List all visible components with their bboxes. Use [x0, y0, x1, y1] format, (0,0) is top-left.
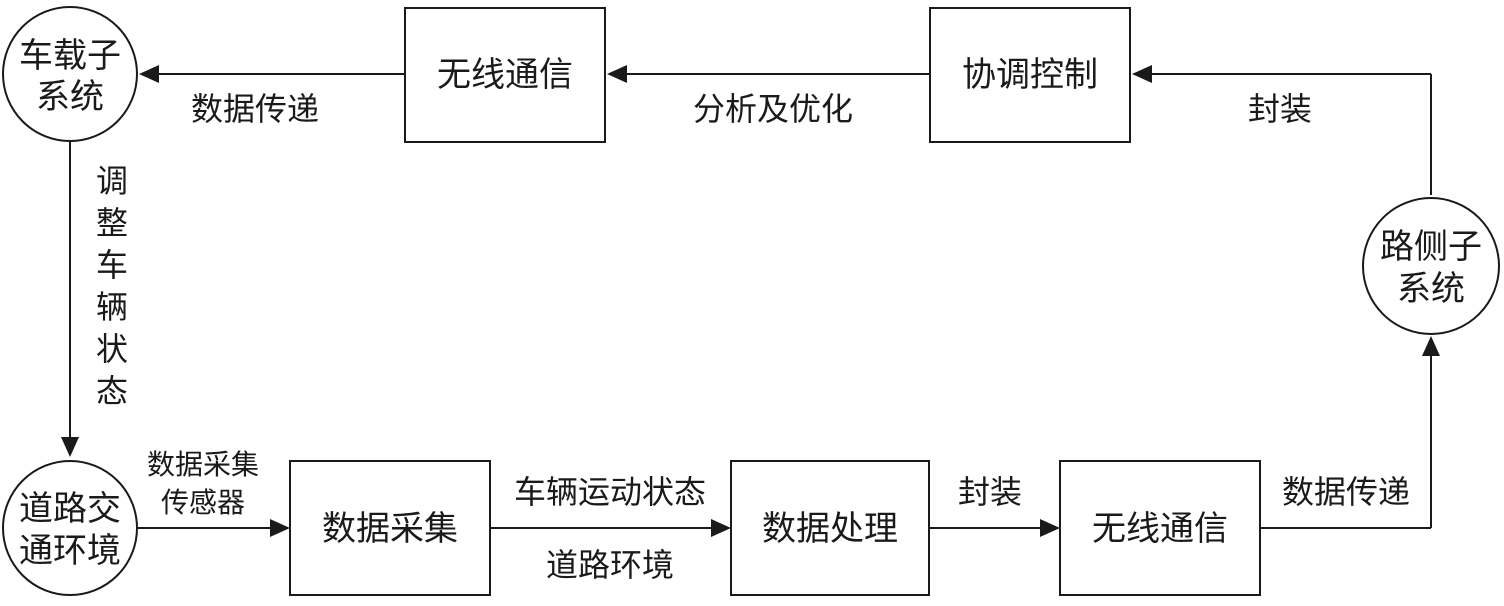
node-label: 路侧子: [1380, 227, 1482, 267]
node-label: 系统: [1397, 269, 1465, 309]
node-label: 数据采集: [322, 509, 458, 549]
arrow-head: [1132, 65, 1152, 83]
node-label: 无线通信: [437, 55, 573, 95]
edge-label-sensor: 数据采集 传感器: [147, 448, 259, 519]
node-label: 数据处理: [762, 509, 898, 549]
arrow-head: [139, 65, 159, 83]
node-label: 车载子: [19, 36, 121, 76]
arrow-head: [270, 519, 290, 537]
node-wireless-comm-bottom: 无线通信: [1059, 460, 1261, 596]
edge-label-road-environment: 道路环境: [546, 546, 674, 584]
node-label: 系统: [36, 77, 104, 117]
edge-label-char: 态: [96, 372, 128, 410]
node-label: 道路交: [19, 489, 121, 529]
arrow-head: [61, 437, 79, 457]
node-roadside-subsystem: 路侧子 系统: [1362, 197, 1500, 335]
edge-label-char: 车: [96, 246, 128, 284]
node-label: 无线通信: [1092, 509, 1228, 549]
edge-label-encapsulation-bottom: 封装: [958, 473, 1022, 511]
edge-label-analysis-optimization: 分析及优化: [693, 90, 853, 128]
arrow-head: [711, 519, 731, 537]
edge-label-adjust-vehicle-state: 调 整 车 辆 状 态: [96, 162, 128, 410]
edge-label-encapsulation-top: 封装: [1248, 90, 1312, 128]
edge-label-vehicle-motion-state: 车辆运动状态: [514, 473, 706, 511]
edge-label-line: 传感器: [161, 486, 245, 519]
arrow-head: [1040, 519, 1060, 537]
edge-label-line: 数据采集: [147, 448, 259, 481]
node-road-traffic-environment: 道路交 通环境: [2, 460, 138, 596]
edge-label-data-transfer-top: 数据传递: [191, 90, 319, 128]
node-label: 通环境: [19, 531, 121, 571]
node-vehicle-subsystem: 车载子 系统: [2, 6, 138, 142]
edge-label-char: 整: [96, 204, 128, 242]
node-coordinated-control: 协调控制: [929, 7, 1131, 143]
edge-label-char: 状: [96, 330, 128, 368]
edge-label-data-transfer-bottom: 数据传递: [1282, 473, 1410, 511]
node-data-processing: 数据处理: [730, 460, 930, 596]
edge-label-char: 辆: [96, 288, 128, 326]
arrow-head: [607, 65, 627, 83]
edge-label-char: 调: [96, 162, 128, 200]
arrow-head: [1422, 336, 1440, 356]
node-wireless-comm-top: 无线通信: [404, 7, 606, 143]
node-label: 协调控制: [962, 55, 1098, 95]
node-data-collection: 数据采集: [289, 460, 491, 596]
